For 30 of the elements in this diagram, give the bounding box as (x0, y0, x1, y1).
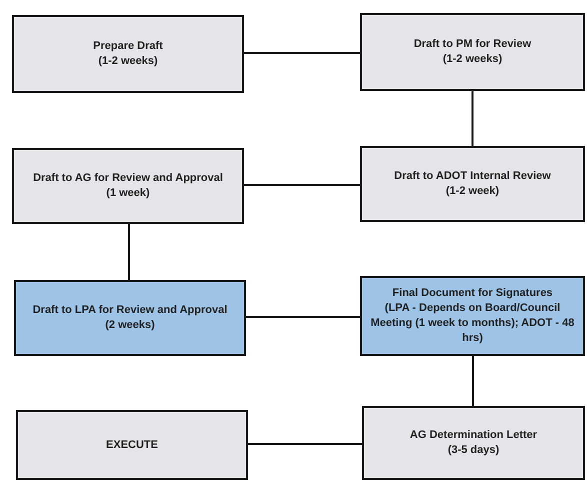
step-title: Prepare Draft (93, 39, 163, 54)
step-title: Draft to ADOT Internal Review (394, 169, 551, 184)
step-duration: (LPA - Depends on Board/Council Meeting (1 week to months); ADOT - 48 hrs) (370, 301, 576, 346)
step-title: Draft to AG for Review and Approval (33, 171, 223, 186)
step-duration: (1-2 weeks) (442, 52, 502, 67)
step-title: Final Document for Signatures (392, 286, 553, 302)
process-box (12, 148, 244, 224)
step-duration: (1 week) (106, 186, 150, 201)
process-box (360, 276, 585, 356)
step-duration: (2 weeks) (105, 318, 155, 333)
process-box (360, 146, 585, 222)
step-duration: (3-5 days) (448, 443, 500, 458)
connector-line (472, 91, 474, 146)
step-duration: (1-2 weeks) (98, 54, 158, 69)
step-duration: (1-2 week) (446, 184, 500, 199)
process-box (362, 406, 585, 480)
connector-line (244, 184, 360, 186)
step-title: Draft to LPA for Review and Approval (32, 303, 228, 318)
connector-line (246, 316, 360, 318)
process-box (16, 410, 248, 480)
step-title: Draft to PM for Review (414, 37, 532, 52)
connector-line (248, 443, 362, 445)
step-title: AG Determination Letter (410, 428, 538, 443)
step-title: EXECUTE (106, 438, 158, 452)
process-box (360, 13, 585, 91)
process-box (14, 280, 246, 356)
connector-line (472, 356, 474, 406)
connector-line (128, 224, 130, 280)
connector-line (244, 52, 360, 54)
process-box (12, 15, 244, 93)
